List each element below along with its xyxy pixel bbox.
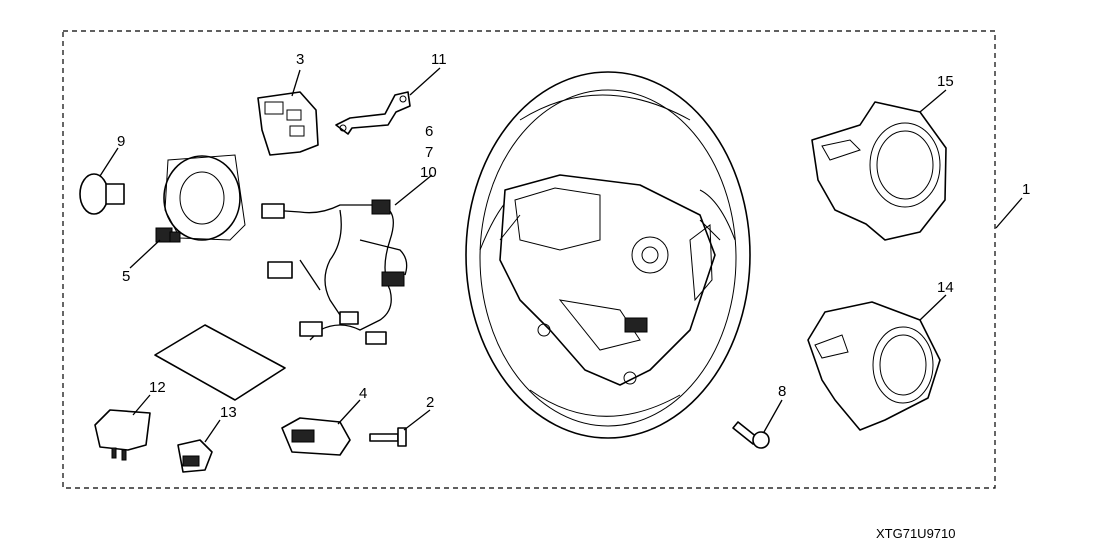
part-13-connector xyxy=(177,419,221,473)
part-10-harness xyxy=(261,174,433,345)
part-11-bracket xyxy=(335,67,441,135)
callout-8: 8 xyxy=(778,383,786,400)
callout-7: 7 xyxy=(425,144,433,161)
callout-4: 4 xyxy=(359,385,367,402)
callout-15: 15 xyxy=(937,73,954,90)
part-2-bolt xyxy=(369,409,431,447)
callout-13: 13 xyxy=(220,404,237,421)
part-1-leader xyxy=(995,197,1023,229)
steering-wheel xyxy=(465,71,751,439)
kit-boundary xyxy=(62,30,996,489)
part-15-cover xyxy=(811,89,947,241)
callout-2: 2 xyxy=(426,394,434,411)
instruction-sheet xyxy=(154,324,286,401)
part-9-cap xyxy=(79,147,125,215)
part-8-bolt xyxy=(732,399,783,449)
part-3-switch xyxy=(257,69,319,156)
part-14-cover xyxy=(807,294,947,431)
callout-12: 12 xyxy=(149,379,166,396)
callout-6: 6 xyxy=(425,123,433,140)
callout-5: 5 xyxy=(122,268,130,285)
callout-3: 3 xyxy=(296,51,304,68)
callout-10: 10 xyxy=(420,164,437,181)
callout-9: 9 xyxy=(117,133,125,150)
figure-code: XTG71U9710 xyxy=(876,526,956,541)
part-12-relay xyxy=(94,394,151,461)
callout-14: 14 xyxy=(937,279,954,296)
callout-1: 1 xyxy=(1022,181,1030,198)
part-4-module xyxy=(281,399,361,456)
callout-11: 11 xyxy=(431,51,447,68)
part-5-clock-spring xyxy=(129,154,246,269)
